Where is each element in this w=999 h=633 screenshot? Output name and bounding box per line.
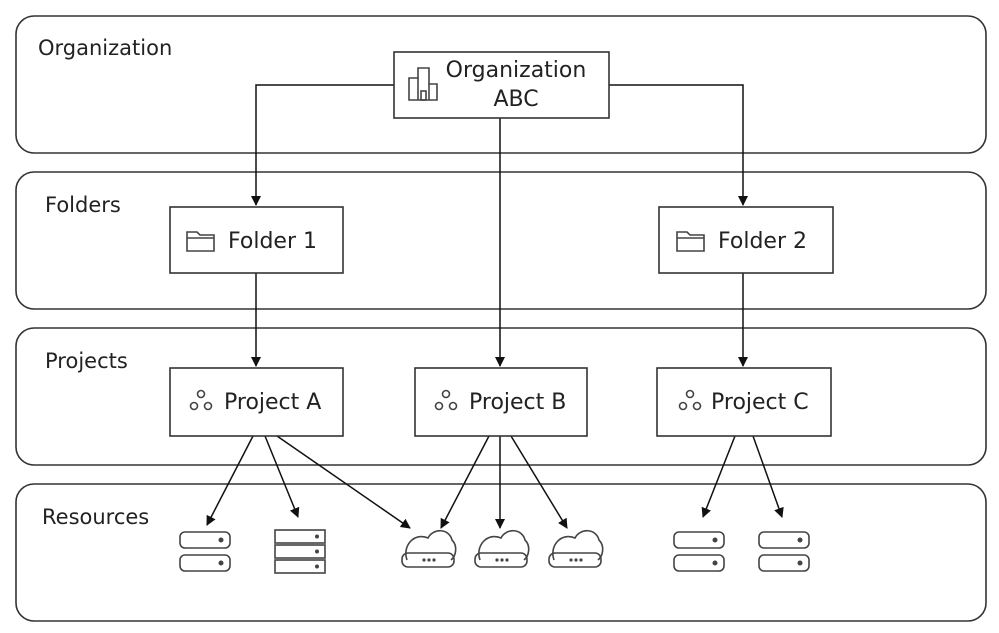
project-a-label: Project A (224, 390, 321, 415)
resource-server-icon (673, 531, 725, 572)
edge-projectb-res5 (510, 435, 568, 529)
resource-cloud-storage-icon (548, 529, 604, 568)
edge-org-folder1 (251, 84, 394, 206)
resource-server-icon (758, 531, 810, 572)
folder-icon (186, 231, 215, 252)
edge-projectc-res6 (701, 435, 736, 518)
edge-projecta-res1 (206, 435, 254, 526)
org-name-line2: ABC (493, 87, 538, 112)
node-project-c: Project C (656, 367, 832, 437)
folder-1-label: Folder 1 (228, 229, 317, 254)
project-c-label: Project C (711, 390, 809, 415)
edge-projectc-res7 (752, 435, 784, 518)
node-project-a: Project A (169, 367, 344, 437)
tier-label-folders: Folders (45, 193, 121, 217)
resource-cloud-storage-icon (474, 529, 530, 568)
node-folder-2: Folder 2 (658, 206, 834, 274)
edge-org-folder2 (609, 84, 748, 206)
org-name-line1: Organization (446, 58, 587, 83)
tier-label-organization: Organization (38, 36, 172, 60)
edge-projecta-res2 (264, 435, 300, 518)
tier-folders: Folders (15, 171, 987, 310)
edge-projectb-res3 (440, 435, 490, 529)
tier-label-projects: Projects (45, 349, 128, 373)
edge-projecta-res3 (276, 435, 411, 529)
project-dots-icon (678, 389, 702, 411)
node-project-b: Project B (414, 367, 588, 437)
resource-cloud-storage-icon (401, 529, 457, 568)
resource-server-icon (179, 531, 231, 572)
node-folder-1: Folder 1 (169, 206, 344, 274)
project-dots-icon (434, 389, 458, 411)
resource-server-rack-icon (274, 529, 326, 574)
project-dots-icon (189, 389, 213, 411)
building-icon (408, 67, 438, 101)
tier-label-resources: Resources (42, 505, 149, 529)
node-organization-abc: Organization ABC (393, 51, 610, 119)
folder-icon (676, 231, 705, 252)
folder-2-label: Folder 2 (718, 229, 807, 254)
project-b-label: Project B (469, 390, 566, 415)
connectors (206, 84, 784, 529)
